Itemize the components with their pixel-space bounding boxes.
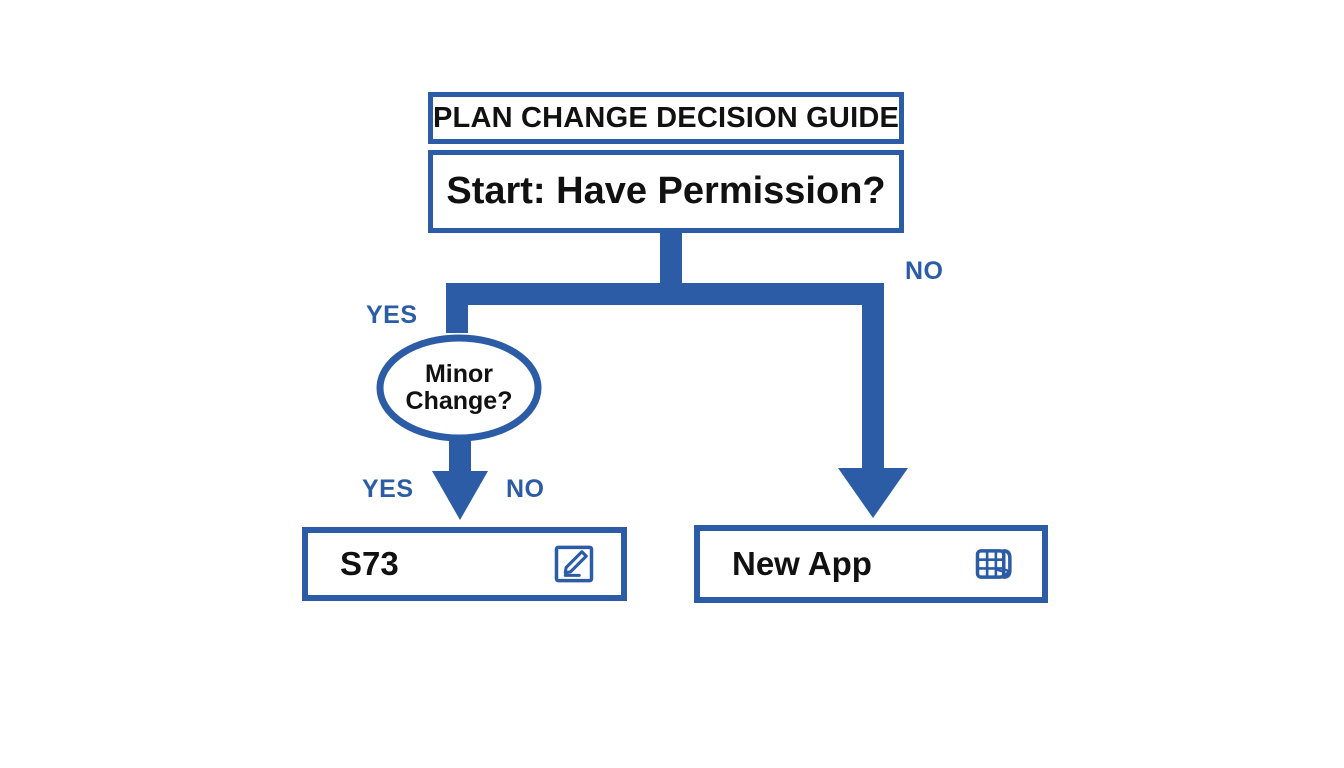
decision-node: Minor Change?: [378, 336, 540, 440]
arrowhead-yes: [432, 471, 488, 520]
pencil-edit-icon: [554, 545, 594, 583]
connector-no-drop: [862, 283, 884, 473]
title-box: PLAN CHANGE DECISION GUIDE: [428, 92, 904, 144]
outcome-new-app-label: New App: [732, 545, 872, 582]
outcome-box-s73: S73: [302, 527, 627, 601]
decision-node-text: Minor Change?: [378, 336, 540, 440]
connector-yes-drop: [446, 283, 468, 333]
connector-start-stem: [660, 233, 682, 285]
start-box-label: Start: Have Permission?: [446, 170, 886, 212]
connector-decision-drop: [449, 438, 471, 476]
edge-label-decision-yes: YES: [362, 475, 414, 503]
edge-label-start-no: NO: [905, 257, 944, 285]
edge-label-decision-no: NO: [506, 475, 545, 503]
start-box: Start: Have Permission?: [428, 150, 904, 233]
blueprint-roll-icon: [975, 549, 1012, 579]
edge-label-start-yes: YES: [366, 301, 418, 329]
connector-split-bar: [446, 283, 884, 305]
outcome-box-new-app: New App: [694, 525, 1048, 603]
decision-line-1: Minor: [424, 360, 494, 388]
page-title: PLAN CHANGE DECISION GUIDE: [433, 101, 900, 134]
arrowhead-no: [838, 468, 908, 518]
outcome-s73-label: S73: [340, 545, 399, 582]
decision-line-2: Change?: [405, 387, 513, 415]
